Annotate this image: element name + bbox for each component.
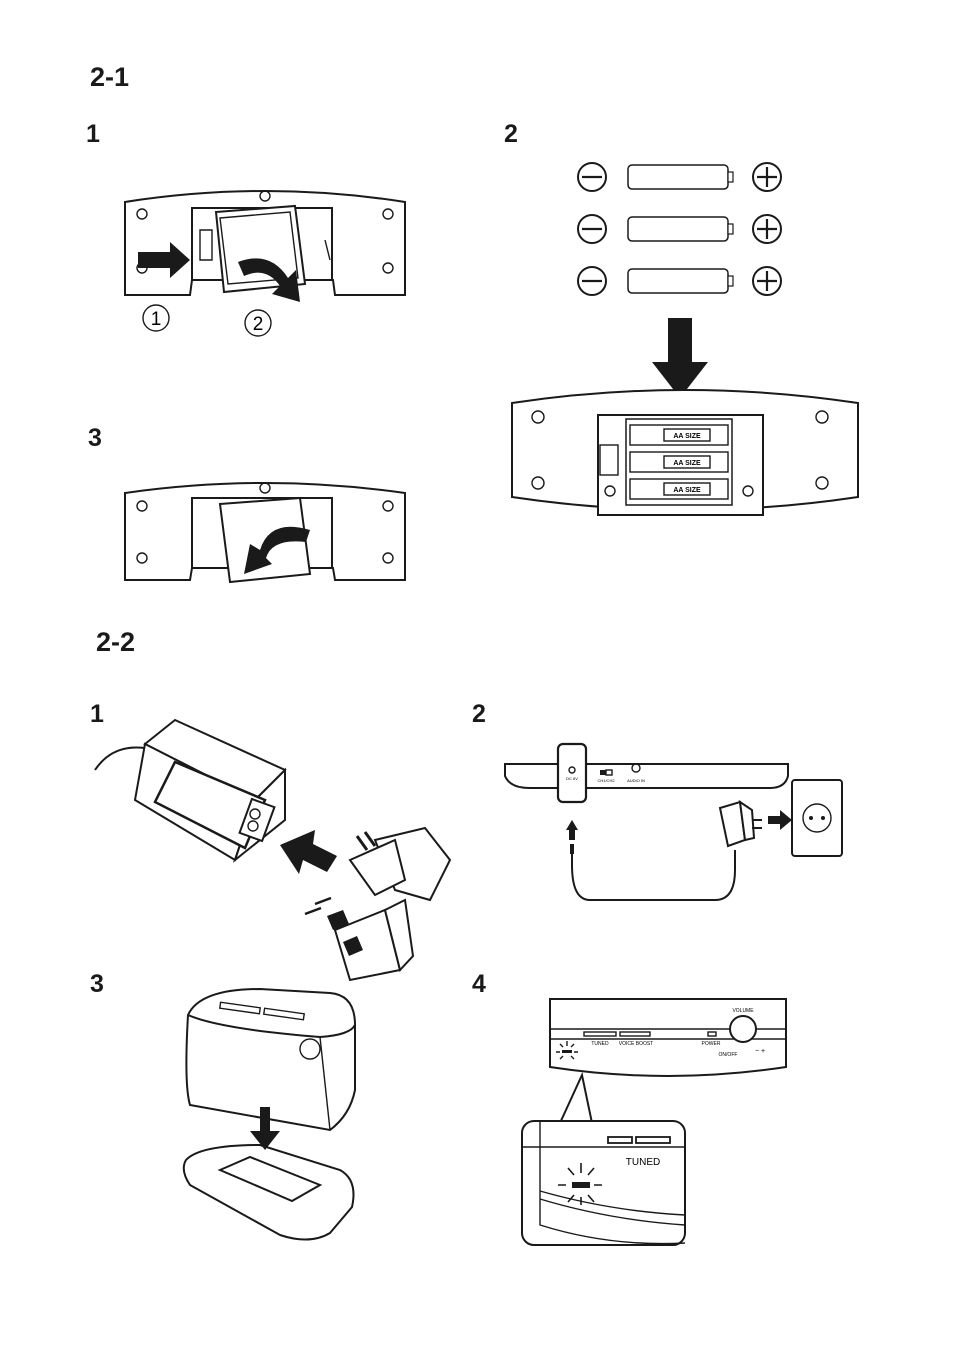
battery-row <box>577 214 782 244</box>
step-number: 1 <box>90 700 104 728</box>
dc-input-label: DC 6V <box>566 776 578 781</box>
battery-compartment-illustration: AA SIZE AA SIZE AA SIZE <box>511 389 859 516</box>
step-number: 2 <box>472 700 486 728</box>
tuned-label: TUNED <box>591 1041 609 1047</box>
battery-slot: AA SIZE <box>629 424 729 446</box>
battery-size-label: AA SIZE <box>673 487 701 494</box>
zoom-tuned-label: TUNED <box>626 1157 660 1168</box>
step-number: 1 <box>86 120 100 148</box>
voice-boost-label: VOICE BOOST <box>619 1041 653 1047</box>
step-number: 3 <box>88 424 102 452</box>
step-number: 3 <box>90 970 104 998</box>
step-number: 4 <box>472 970 486 998</box>
battery-slot: AA SIZE <box>629 451 729 473</box>
marker-number: 2 <box>253 314 264 335</box>
tuned-indicator-zoom: TUNED <box>521 1071 686 1246</box>
volume-minus-plus-label: − + <box>755 1048 765 1055</box>
power-connection-diagram: DC 6V CH1/CH2 AUDIO IN <box>504 742 843 901</box>
speaker-on-base-illustration <box>182 987 356 1241</box>
insert-arrow-icon <box>652 318 708 398</box>
audio-in-label: AUDIO IN <box>627 778 645 783</box>
battery-row <box>577 266 782 296</box>
battery-size-label: AA SIZE <box>673 433 701 440</box>
battery-polarity-diagram <box>577 162 782 296</box>
close-cover-illustration <box>124 482 406 584</box>
power-label: POWER <box>702 1041 721 1047</box>
section-heading-2-1: 2-1 <box>90 62 130 92</box>
marker-number: 1 <box>151 309 162 330</box>
section-heading-2-2: 2-2 <box>96 627 136 657</box>
battery-slot: AA SIZE <box>629 478 729 500</box>
volume-label: VOLUME <box>732 1008 754 1014</box>
step-number: 2 <box>504 120 518 148</box>
battery-row <box>577 162 782 192</box>
adapter-plug-illustration <box>94 718 452 982</box>
battery-size-label: AA SIZE <box>673 460 701 467</box>
open-cover-illustration: 1 2 <box>124 190 406 337</box>
front-panel-illustration: TUNED VOICE BOOST POWER VOLUME ON/OFF − … <box>549 998 787 1077</box>
channel-switch-label: CH1/CH2 <box>597 778 615 783</box>
on-off-label: ON/OFF <box>719 1052 738 1058</box>
